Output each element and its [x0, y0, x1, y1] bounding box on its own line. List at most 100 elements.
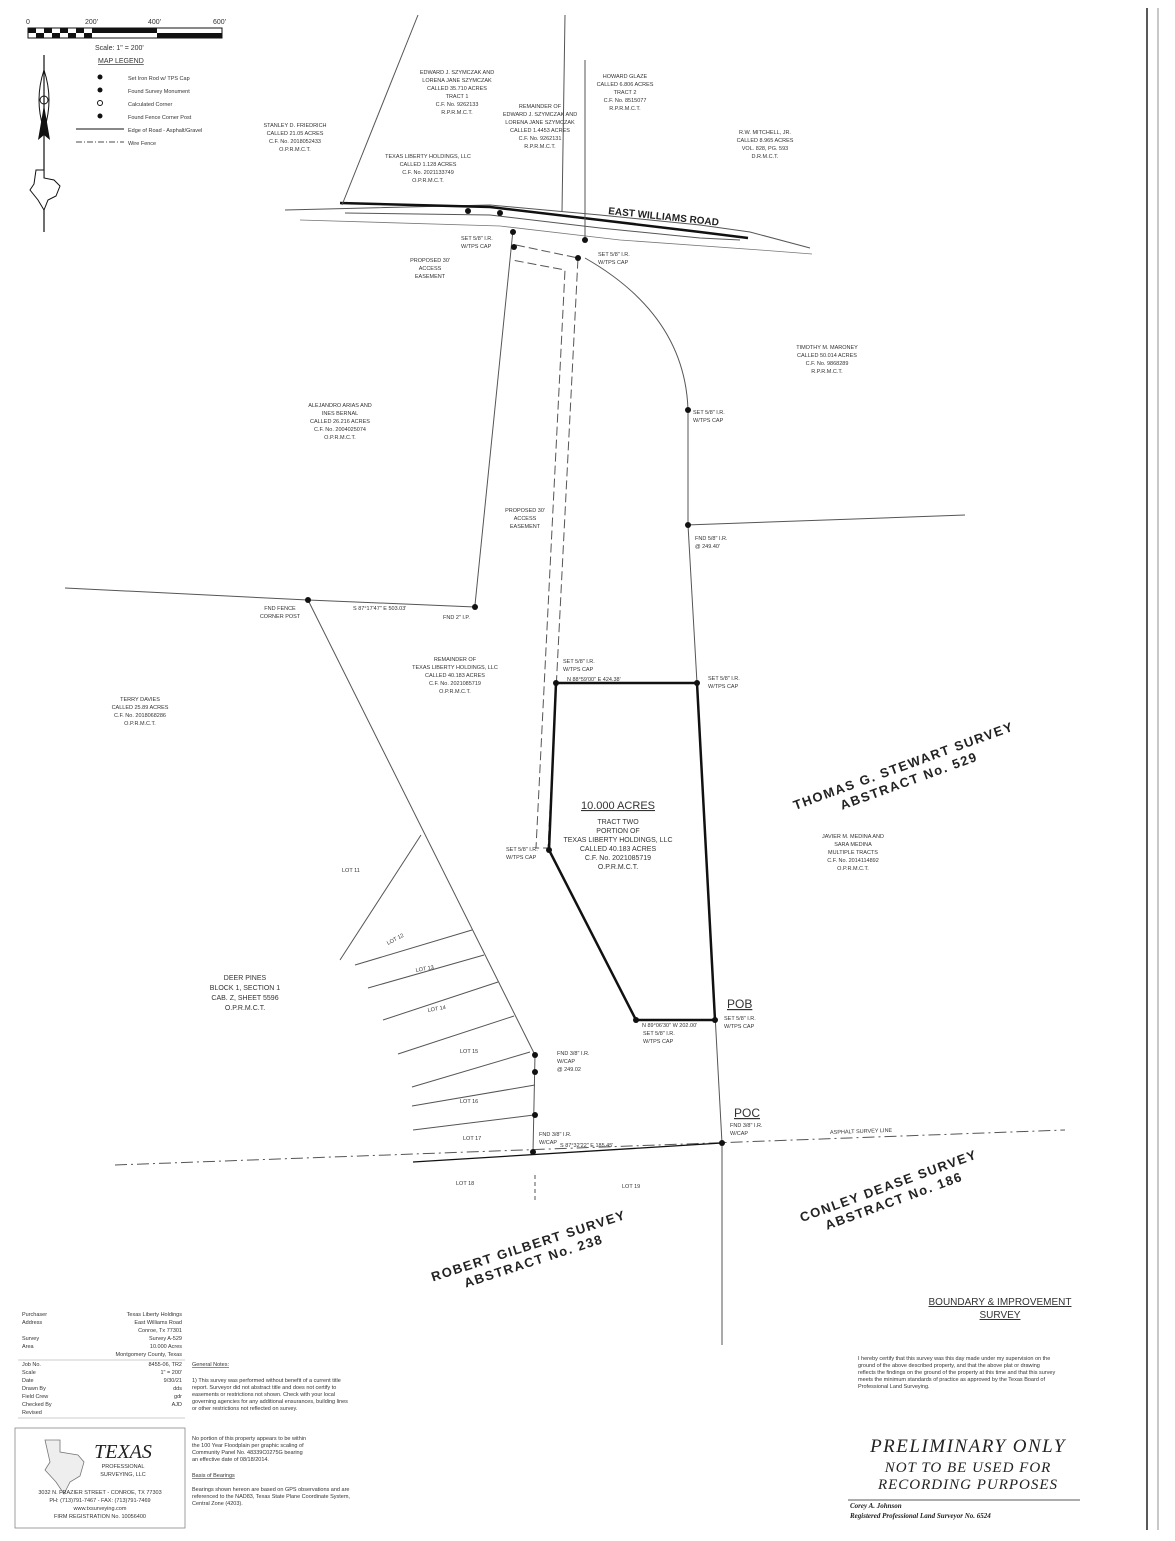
- prelim-line: NOT TO BE USED FOR: [884, 1460, 1052, 1476]
- monument-label: SET 5/8" I.R.: [506, 847, 538, 853]
- legend-item: Wire Fence: [128, 141, 156, 147]
- tb-label: Survey: [22, 1336, 39, 1342]
- survey-abstract-labels: THOMAS G. STEWART SURVEY ABSTRACT No. 52…: [429, 719, 1016, 1291]
- note-line: Central Zone (4203).: [192, 1501, 243, 1507]
- note-line: an effective date of 08/18/2014.: [192, 1457, 269, 1463]
- tract-line: PORTION OF: [596, 828, 639, 835]
- parcel-label: JAVIER M. MEDINA AND: [822, 834, 884, 840]
- drawing-subtitle: SURVEY: [980, 1310, 1021, 1321]
- parcel-label: REMAINDER OF: [519, 104, 562, 110]
- monument-label: FND 3/8" I.R.: [730, 1123, 763, 1129]
- parcel-label: O.P.R.M.C.T.: [439, 689, 471, 695]
- parcel-label: STANLEY D. FRIEDRICH: [263, 123, 326, 129]
- easement-label: PROPOSED 30': [410, 258, 450, 264]
- access-easement: [511, 244, 579, 849]
- monument-label: SET 5/8" I.R.: [461, 236, 493, 242]
- tb-label: Scale: [22, 1370, 36, 1376]
- tb-label: Address: [22, 1320, 42, 1326]
- prelim-title: PRELIMINARY ONLY: [869, 1436, 1067, 1457]
- monument-label: W/CAP: [557, 1059, 575, 1065]
- easement-label: ACCESS: [514, 516, 537, 522]
- cert-line: ground of the above described property, …: [858, 1363, 1040, 1369]
- tb-value: 1" = 200': [160, 1370, 182, 1376]
- parcel-label: CALLED 50.014 ACRES: [797, 353, 857, 359]
- monument-label: FND 3/8" I.R.: [539, 1132, 572, 1138]
- surveyor-name: Corey A. Johnson: [850, 1502, 902, 1510]
- parcel-label: O.P.R.M.C.T.: [324, 435, 356, 441]
- parcel-label: C.F. No. 2018068286: [114, 713, 166, 719]
- east-williams-road: EAST WILLIAMS ROAD: [284, 201, 813, 255]
- monument-label: W/TPS CAP: [598, 260, 629, 266]
- tract-acres: 10.000 ACRES: [581, 800, 655, 812]
- legend-item: Edge of Road - Asphalt/Gravel: [128, 128, 202, 134]
- lot-labels: LOT 11 LOT 12 LOT 13 LOT 14 LOT 15 LOT 1…: [342, 868, 640, 1190]
- note-line: governing agencies for any additional en…: [192, 1399, 348, 1405]
- tract-line: TRACT TWO: [597, 819, 639, 826]
- tract-line: TEXAS LIBERTY HOLDINGS, LLC: [563, 837, 672, 844]
- parcel-label: CALLED 26.216 ACRES: [310, 419, 370, 425]
- monument-label: SET 5/8" I.R.: [643, 1031, 675, 1037]
- parcel-label: INES BERNAL: [322, 411, 358, 417]
- parcel-label: C.F. No. 8515077: [604, 98, 647, 104]
- lot-label: LOT 17: [463, 1136, 481, 1142]
- certification-text: I hereby certify that this survey was th…: [858, 1356, 1055, 1390]
- adjoiner-labels: STANLEY D. FRIEDRICH CALLED 21.05 ACRES …: [112, 70, 884, 1012]
- tb-label: Revised: [22, 1410, 42, 1416]
- iron-rod-set-icon: [97, 74, 103, 80]
- legend-item: Calculated Corner: [128, 102, 172, 108]
- monument-label: W/TPS CAP: [693, 418, 724, 424]
- texas-logo-icon: [44, 1439, 85, 1495]
- preliminary-stamp: PRELIMINARY ONLY NOT TO BE USED FOR RECO…: [869, 1436, 1067, 1493]
- surveyor-signature: Corey A. Johnson Registered Professional…: [848, 1499, 1080, 1520]
- legend-item: Found Survey Monument: [128, 89, 190, 95]
- tb-value: Texas Liberty Holdings: [127, 1312, 183, 1318]
- tb-value: 10.000 Acres: [150, 1344, 182, 1350]
- monument-label: CORNER POST: [260, 614, 301, 620]
- bearing-label: ASPHALT SURVEY LINE: [830, 1128, 893, 1136]
- monument-label: W/TPS CAP: [724, 1024, 755, 1030]
- parcel-label: TRACT 2: [614, 90, 637, 96]
- parcel-label: C.F. No. 9262131: [519, 136, 562, 142]
- monument-label: FND FENCE: [264, 606, 296, 612]
- scale-label: Scale: 1" = 200': [95, 45, 144, 52]
- easement-label: PROPOSED 30': [505, 508, 545, 514]
- scale-tick-600: 600': [213, 19, 226, 26]
- parcel-label: C.F. No. 2018052433: [269, 139, 321, 145]
- tb-label: Field Crew: [22, 1394, 48, 1400]
- company-logo-block: TEXAS PROFESSIONAL SURVEYING, LLC 3032 N…: [14, 1427, 186, 1529]
- fence-post-icon: [97, 113, 103, 119]
- tb-label: Drawn By: [22, 1386, 46, 1392]
- scale-tick-200: 200': [85, 19, 98, 26]
- monument-label: W/TPS CAP: [461, 244, 492, 250]
- company-name-line: PROFESSIONAL: [102, 1464, 145, 1470]
- survey-name: THOMAS G. STEWART SURVEY: [791, 719, 1016, 813]
- parcel-label: O.P.R.M.C.T.: [412, 178, 444, 184]
- legend-item: Set Iron Rod w/ TPS Cap: [128, 76, 190, 82]
- lot-lines: [339, 834, 536, 1131]
- cert-line: I hereby certify that this survey was th…: [858, 1356, 1050, 1362]
- poc-label: POC: [734, 1106, 760, 1120]
- lot-label: LOT 18: [456, 1181, 474, 1187]
- tb-value: Survey A-529: [149, 1336, 182, 1342]
- monument-label: SET 5/8" I.R.: [563, 659, 595, 665]
- lot-label: LOT 19: [622, 1184, 640, 1190]
- parcel-label: BLOCK 1, SECTION 1: [210, 985, 281, 992]
- tb-value: 9/30/21: [164, 1378, 182, 1384]
- parcel-label: CALLED 1.4453 ACRES: [510, 128, 570, 134]
- title-block: Purchaser Address Survey Area Job No. Sc…: [18, 1312, 185, 1419]
- general-notes: General Notes: 1) This survey was perfor…: [192, 1362, 350, 1507]
- tb-value: dds: [173, 1386, 182, 1392]
- tb-value: East Williams Road: [134, 1320, 182, 1326]
- bearing-label: N 88°59'00" E 424.38': [567, 677, 621, 683]
- map-legend: MAP LEGEND Set Iron Rod w/ TPS Cap Found…: [76, 58, 202, 147]
- monument-label: W/TPS CAP: [563, 667, 594, 673]
- lot-label: LOT 12: [386, 933, 405, 947]
- monument-label: W/TPS CAP: [506, 855, 537, 861]
- parcel-label: EDWARD J. SZYMCZAK AND: [420, 70, 494, 76]
- parcel-label: R.P.R.M.C.T.: [609, 106, 641, 112]
- parcel-label: HOWARD GLAZE: [603, 74, 648, 80]
- tract-label: 10.000 ACRES TRACT TWO PORTION OF TEXAS …: [563, 800, 672, 871]
- tract-boundary: [547, 681, 717, 1022]
- parcel-label: DEER PINES: [224, 975, 267, 982]
